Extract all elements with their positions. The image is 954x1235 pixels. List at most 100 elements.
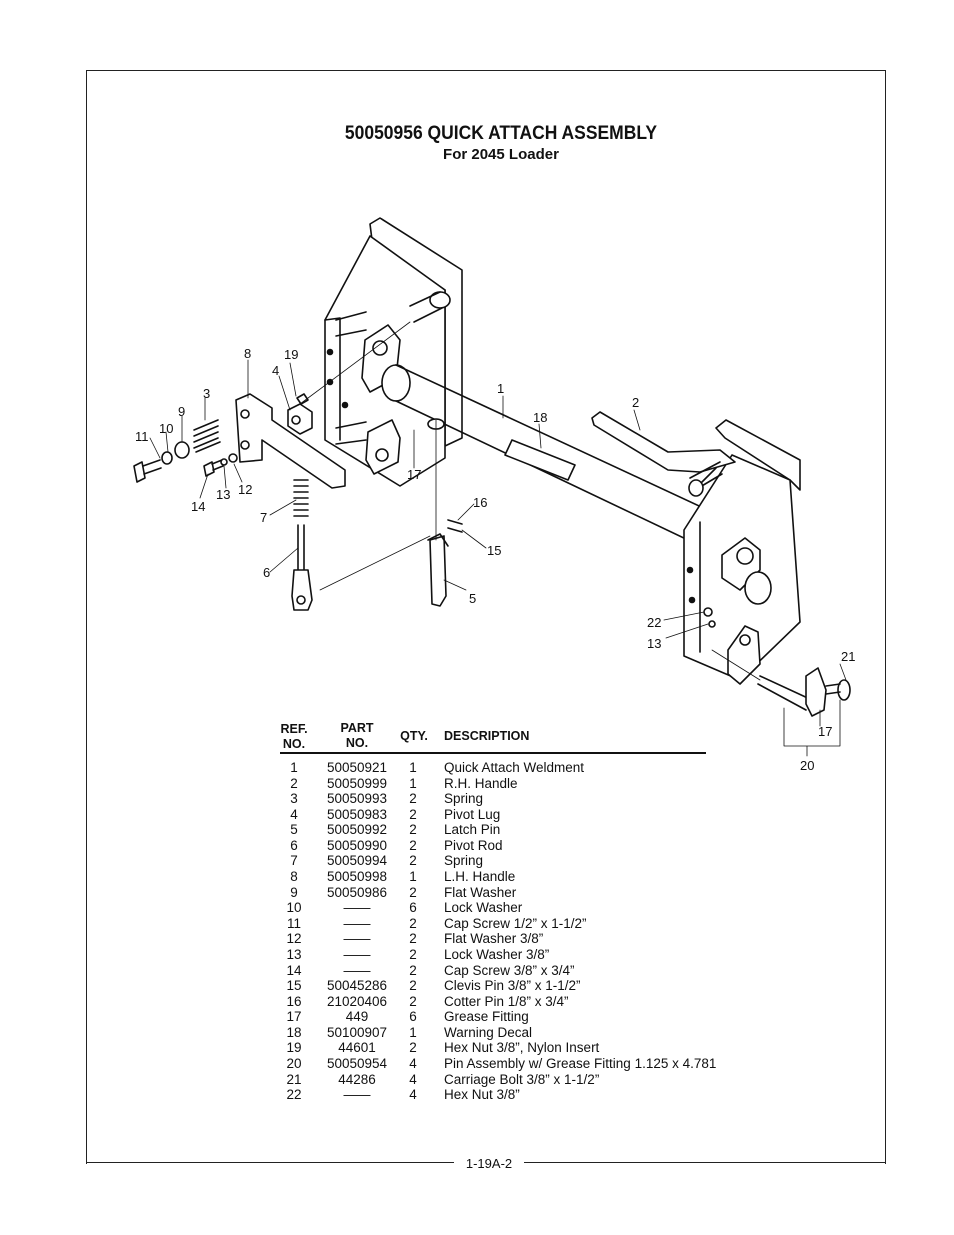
header-part: PART NO. xyxy=(322,721,392,751)
cell-part-no: 50100907 xyxy=(326,1024,388,1040)
cell-ref: 10 xyxy=(286,900,302,916)
rh-handle xyxy=(591,411,736,497)
cell-qty: 2 xyxy=(409,946,417,962)
cell-qty: 2 xyxy=(409,1040,417,1056)
cell-qty: 2 xyxy=(409,822,417,838)
cell-qty: 1 xyxy=(409,760,417,775)
cell-part-no: 50050983 xyxy=(326,806,388,822)
header-description: DESCRIPTION xyxy=(444,729,530,743)
cell-part-no: 50050986 xyxy=(326,884,388,900)
callout-21: 21 xyxy=(841,649,856,664)
header-ref: REF. NO. xyxy=(274,722,314,752)
table-header-rule xyxy=(280,752,706,754)
callout-12: 12 xyxy=(238,482,253,497)
cell-qty: 6 xyxy=(409,1009,417,1025)
cell-qty: 4 xyxy=(409,1087,417,1103)
pivot-lug xyxy=(287,393,313,435)
cell-description: Lock Washer xyxy=(444,900,523,916)
callout-3: 3 xyxy=(203,386,211,401)
cell-part-no: 50050998 xyxy=(326,869,388,885)
cell-ref: 11 xyxy=(286,915,301,931)
cell-part-no: 50050954 xyxy=(326,1056,388,1072)
cell-qty: 2 xyxy=(409,978,417,994)
header-part-line2: NO. xyxy=(345,736,369,750)
page-frame xyxy=(86,70,886,1164)
cell-ref: 13 xyxy=(286,946,302,962)
cell-part-no: —— xyxy=(343,946,371,962)
callout-17: 17 xyxy=(407,467,422,482)
spring-3 xyxy=(193,419,221,453)
cell-ref: 22 xyxy=(286,1087,302,1103)
cell-ref: 17 xyxy=(286,1009,302,1025)
cell-part-no: —— xyxy=(343,900,371,916)
page-subtitle: For 2045 Loader xyxy=(443,146,559,163)
cell-part-no: 21020406 xyxy=(326,993,388,1009)
header-qty: QTY. xyxy=(400,729,428,743)
alignment-lines xyxy=(299,321,761,681)
callout-2: 2 xyxy=(632,395,640,410)
small-bolt-stack xyxy=(203,453,238,477)
cell-part-no: 50050990 xyxy=(326,837,388,853)
cell-description: Flat Washer xyxy=(444,884,517,900)
cell-description: Cotter Pin 1/8” x 3/4” xyxy=(444,993,569,1009)
cell-description: Pivot Rod xyxy=(444,837,503,853)
cell-description: Pin Assembly w/ Grease Fitting 1.125 x 4… xyxy=(444,1056,717,1072)
cell-part-no: 50050999 xyxy=(326,775,388,791)
cell-qty: 2 xyxy=(409,884,417,900)
left-mount-plate xyxy=(324,217,463,487)
callout-11: 11 xyxy=(135,429,149,444)
callout-10: 10 xyxy=(159,421,174,436)
cell-qty: 2 xyxy=(409,931,417,947)
callout-4: 4 xyxy=(272,363,280,378)
cell-qty: 2 xyxy=(409,915,417,931)
cell-ref: 20 xyxy=(286,1056,302,1072)
cell-description: Hex Nut 3/8” xyxy=(444,1087,520,1103)
cell-qty: 2 xyxy=(409,853,417,869)
cell-description: Pivot Lug xyxy=(444,806,501,822)
cell-description: Lock Washer 3/8” xyxy=(444,946,550,962)
callout-20: 20 xyxy=(800,758,815,773)
cell-qty: 1 xyxy=(409,869,417,885)
callout-18: 18 xyxy=(533,410,548,425)
callout-16: 16 xyxy=(473,495,488,510)
callout-13-right: 13 xyxy=(647,636,662,651)
cell-ref: 4 xyxy=(290,806,298,822)
cell-part-no: —— xyxy=(343,915,371,931)
callout-8: 8 xyxy=(244,346,252,361)
cell-part-no: 50050993 xyxy=(326,791,388,807)
cell-ref: 1 xyxy=(290,760,298,775)
cell-ref: 3 xyxy=(290,791,298,807)
header-ref-line1: REF. xyxy=(280,722,308,736)
cell-part-no: 44286 xyxy=(338,1071,376,1087)
cell-description: Latch Pin xyxy=(444,822,501,838)
lh-handle xyxy=(235,393,346,489)
leader-lines xyxy=(149,359,847,757)
cell-description: Hex Nut 3/8”, Nylon Insert xyxy=(444,1040,600,1056)
callout-15: 15 xyxy=(487,543,502,558)
cell-ref: 12 xyxy=(286,931,302,947)
cell-qty: 2 xyxy=(409,993,417,1009)
cell-description: R.H. Handle xyxy=(444,775,518,791)
cell-part-no: —— xyxy=(343,931,371,947)
cell-ref: 8 xyxy=(290,869,298,885)
callout-19: 19 xyxy=(284,347,299,362)
header-ref-line2: NO. xyxy=(282,737,306,751)
pin-assembly-20 xyxy=(757,667,851,717)
page-title: 50050956 QUICK ATTACH ASSEMBLY xyxy=(344,123,658,144)
callout-17-right: 17 xyxy=(818,724,833,739)
callout-22: 22 xyxy=(647,615,662,630)
cell-part-no: 50050994 xyxy=(326,853,388,869)
cell-part-no: 50050992 xyxy=(326,822,388,838)
cell-description: Carriage Bolt 3/8” x 1-1/2” xyxy=(444,1071,600,1087)
cell-qty: 2 xyxy=(409,791,417,807)
cell-qty: 2 xyxy=(409,806,417,822)
callout-1: 1 xyxy=(497,381,505,396)
cell-part-no: 50045286 xyxy=(326,978,388,994)
cell-ref: 7 xyxy=(290,853,298,869)
cell-description: Grease Fitting xyxy=(444,1009,529,1025)
cell-part-no: 50050921 xyxy=(326,760,388,775)
footer-rule-left xyxy=(86,1162,454,1163)
cell-qty: 1 xyxy=(409,1024,417,1040)
cell-ref: 16 xyxy=(286,993,302,1009)
footer-rule-right xyxy=(524,1162,885,1163)
